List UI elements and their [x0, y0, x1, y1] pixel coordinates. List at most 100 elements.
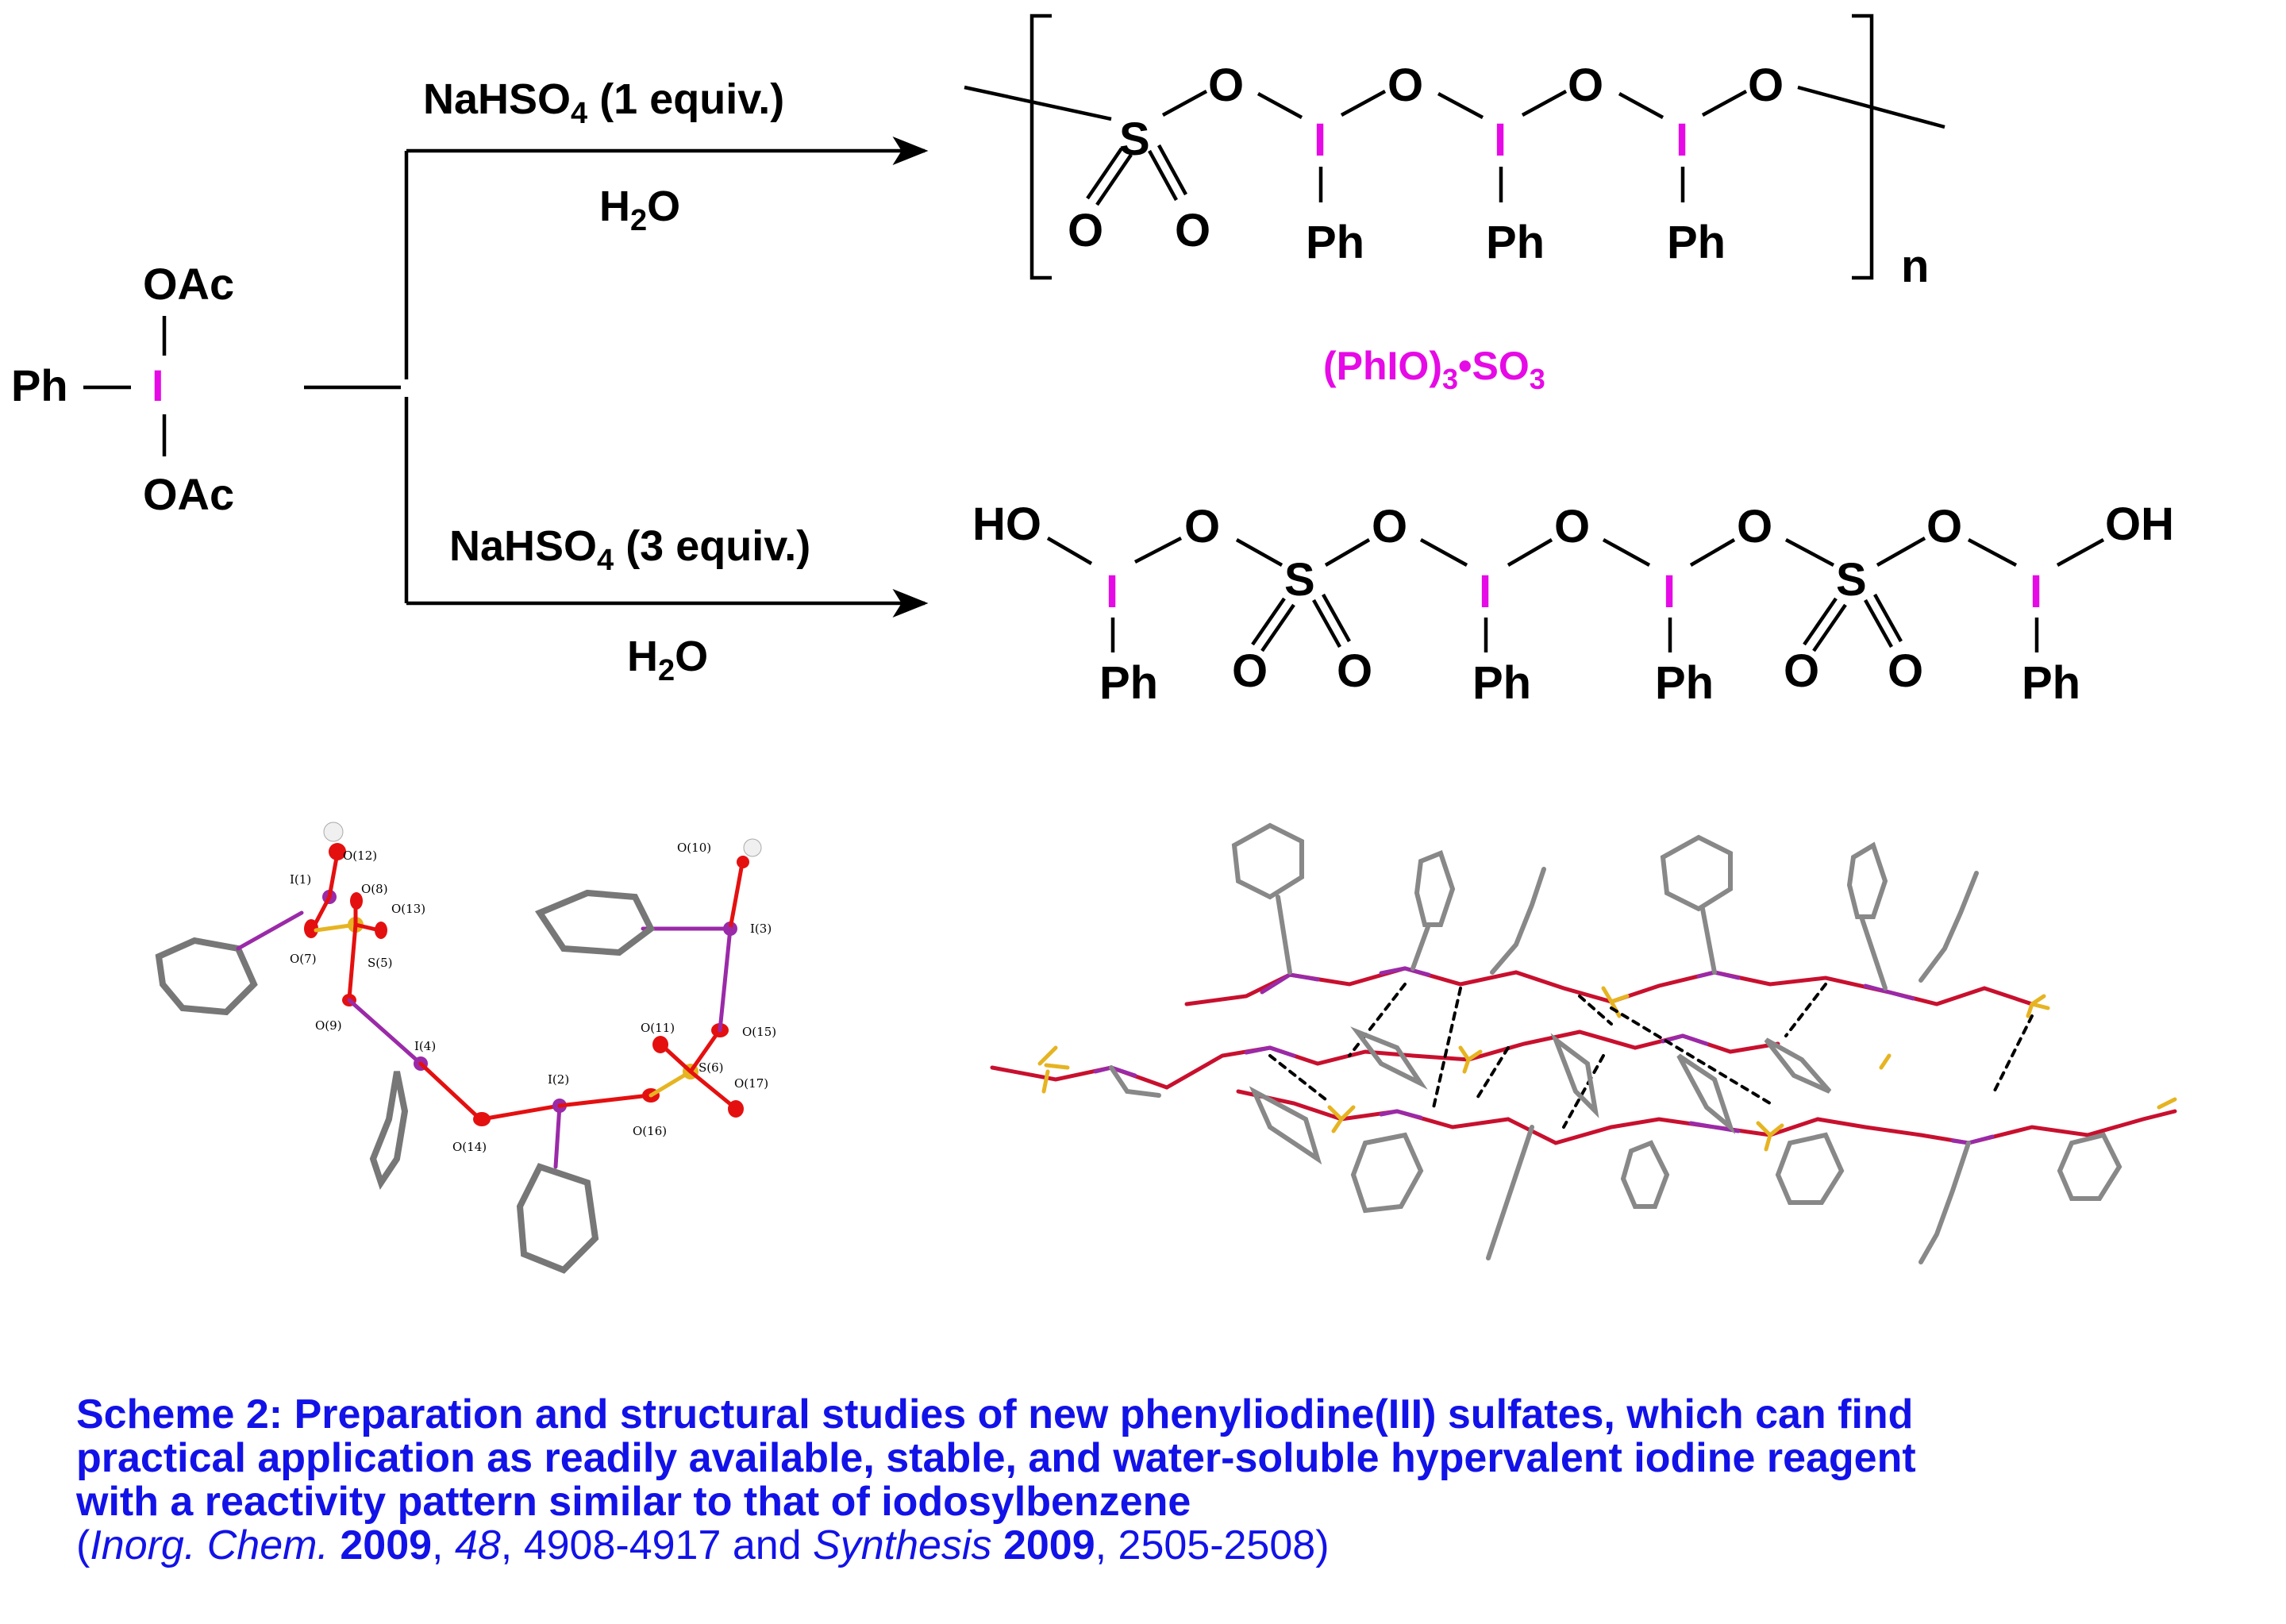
atom-o: O: [1387, 60, 1423, 111]
atom-i: I: [1663, 566, 1676, 618]
chain-lower-iodine: [1950, 1134, 1995, 1145]
xray-ortep-structure: O(12) I(1) O(8) O(13) O(7) S(5) O(9) I(4…: [155, 822, 776, 1274]
double-bond: [1086, 147, 1123, 200]
caption-line-2: practical application as readily availab…: [76, 1435, 1916, 1481]
caption-line-1: Scheme 2: Preparation and structural stu…: [76, 1391, 1914, 1437]
atom-o: O: [1372, 501, 1407, 552]
xray-bond: [718, 926, 733, 1033]
bond: [1340, 90, 1387, 117]
reactant-i-label: I: [152, 360, 164, 410]
atom-i: I: [1676, 114, 1688, 166]
atom-o: O: [1926, 501, 1962, 552]
citation-year: 2009: [1003, 1522, 1095, 1568]
atom-i: I: [1479, 566, 1491, 618]
bond: [1689, 538, 1736, 567]
xray-bond: [553, 1103, 562, 1169]
bond: [1618, 92, 1664, 119]
bond: [1507, 538, 1553, 567]
arrow-bottom-reagent: NaHSO4 (3 equiv.): [449, 522, 810, 577]
xray-bond: [688, 1069, 737, 1110]
xray-label: S(5): [368, 956, 393, 970]
packing-phenyls: [1109, 822, 2122, 1264]
atom-i: I: [1314, 114, 1326, 166]
sulfate-group: [1879, 1053, 2177, 1110]
atom-o: O: [1568, 60, 1603, 111]
repeat-n: n: [1901, 241, 1929, 292]
crystal-packing-diagram: [990, 822, 2177, 1264]
sulfate-group: [1327, 1105, 1356, 1133]
atom-i: I: [2030, 566, 2042, 618]
atom-o: O: [1888, 645, 1923, 697]
chain-upper-iodine: [1863, 983, 1915, 1001]
xray-bond: [479, 1103, 562, 1122]
xray-bond: [688, 1029, 721, 1074]
atom-ph: Ph: [1486, 217, 1545, 268]
double-bond: [1812, 603, 1847, 652]
atom-ph: Ph: [1306, 217, 1364, 268]
atom-o: O: [1554, 501, 1590, 552]
arrow-top-reagent: NaHSO4 (1 equiv.): [423, 75, 784, 130]
atom-o: O: [1748, 60, 1784, 111]
xray-bond: [327, 851, 340, 899]
xray-atom: [304, 919, 318, 938]
bond: [1876, 537, 1926, 567]
bond: [1701, 90, 1748, 117]
double-bond: [1157, 144, 1187, 196]
double-bond: [1873, 593, 1903, 643]
atom-o: O: [1208, 60, 1244, 111]
caption-line-3: with a reactivity pattern similar to tha…: [76, 1479, 1191, 1525]
chain-lower-iodine: [1379, 1109, 1423, 1120]
xray-bond: [418, 1061, 483, 1122]
chain-middle: [990, 1029, 1780, 1090]
citation-journal: Inorg. Chem.: [90, 1522, 329, 1568]
xray-atom: [728, 1100, 744, 1118]
double-bond: [1148, 149, 1178, 202]
bond: [2056, 538, 2105, 567]
phenyl-ring: [516, 1163, 599, 1274]
figure-caption: Scheme 2: Preparation and structural stu…: [76, 1393, 2283, 1568]
chain-middle-iodine: [1244, 1045, 1296, 1058]
bond: [964, 85, 1112, 121]
xray-label: O(11): [641, 1021, 675, 1035]
xray-label: O(10): [677, 841, 711, 855]
reactant-phi-oac2: Ph I OAc OAc: [11, 259, 234, 519]
chain-upper-iodine: [1696, 970, 1741, 980]
bond: [1797, 85, 1945, 129]
atom-ph: Ph: [1667, 217, 1726, 268]
atom-ho: HO: [972, 498, 1041, 550]
reactant-oac-bottom-label: OAc: [143, 469, 234, 519]
xray-label: S(6): [698, 1060, 724, 1075]
sulfate-group: [1458, 1045, 1483, 1074]
atom-o: O: [1784, 645, 1819, 697]
bracket-left: [1029, 13, 1052, 280]
atom-s: S: [1836, 554, 1867, 606]
xray-label: O(14): [452, 1140, 487, 1154]
xray-label: O(9): [315, 1018, 342, 1033]
atom-o: O: [1175, 205, 1210, 256]
xray-atom: [329, 843, 346, 860]
bond: [1967, 538, 2018, 567]
xray-label: O(13): [391, 902, 425, 916]
atom-o: O: [1184, 501, 1220, 552]
bond: [1324, 538, 1371, 567]
double-bond: [1095, 153, 1133, 206]
double-bond: [1251, 597, 1286, 646]
atom-ph: Ph: [1655, 657, 1714, 709]
xray-label: I(1): [290, 872, 311, 887]
xray-atom: [652, 1036, 668, 1053]
xray-label: I(4): [414, 1039, 436, 1053]
reactant-ph-label: Ph: [11, 360, 68, 410]
xray-bond: [236, 910, 304, 951]
atom-i: I: [1106, 566, 1118, 618]
double-bond: [1312, 598, 1341, 648]
bond: [1602, 538, 1651, 567]
xray-bond: [557, 1093, 652, 1108]
atom-o: O: [1232, 645, 1268, 697]
double-bond: [1322, 593, 1351, 643]
xray-label: O(8): [361, 882, 388, 896]
product-bottom-oligomer: HO OH I I I I O O O O O S S O O O O Ph P…: [972, 498, 2174, 709]
xray-label: O(7): [290, 952, 317, 966]
atom-s: S: [1284, 554, 1315, 606]
phenyl-ring: [369, 1071, 409, 1191]
atom-ph: Ph: [1472, 657, 1531, 709]
